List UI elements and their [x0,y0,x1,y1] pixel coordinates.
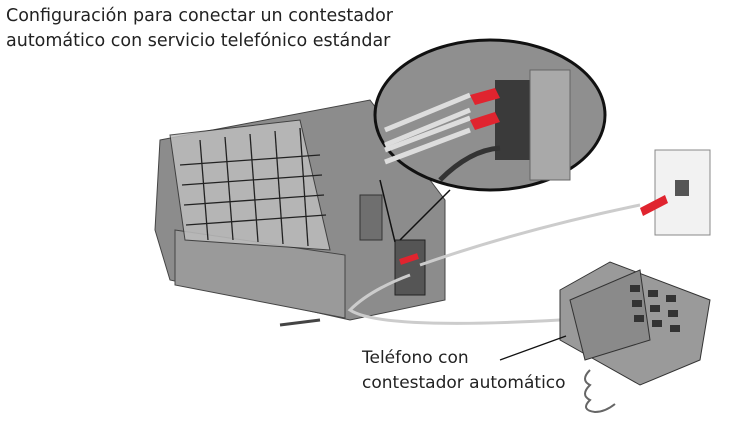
callout-line-1: Teléfono con [362,348,469,368]
title-line-2: automático con servicio telefónico están… [6,31,391,51]
diagram-title: Configuración para conectar un contestad… [6,4,393,54]
title-line-1: Configuración para conectar un contestad… [6,6,393,26]
port-detail-magnifier [373,38,607,243]
arrow-icon [640,195,668,216]
wall-jack [640,149,711,236]
telephone [559,261,711,414]
phone-callout-label: Teléfono con contestador automático [362,346,566,396]
callout-line-2: contestador automático [362,373,566,393]
arrow-icon [470,112,500,130]
arrow-icon [470,88,500,105]
